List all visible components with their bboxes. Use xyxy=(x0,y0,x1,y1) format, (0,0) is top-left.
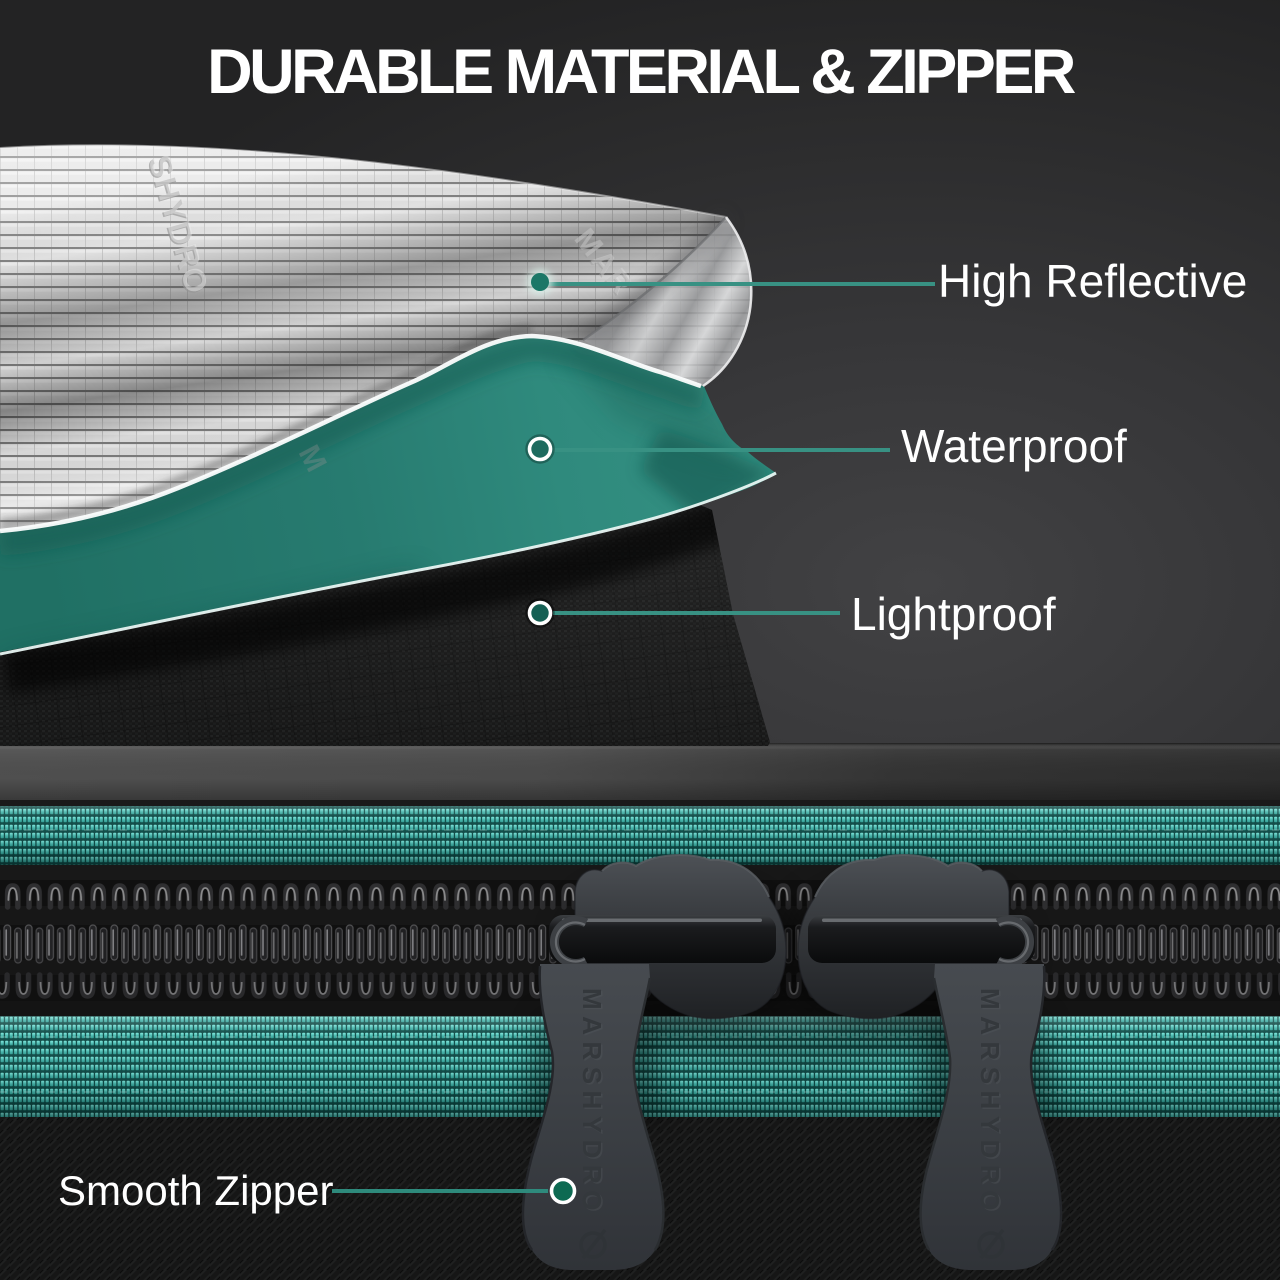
svg-text:MARSHYDRO: MARSHYDRO xyxy=(577,988,607,1217)
svg-text:DURABLE MATERIAL & ZIPPER: DURABLE MATERIAL & ZIPPER xyxy=(207,37,1076,107)
svg-text:High Reflective: High Reflective xyxy=(938,255,1247,307)
svg-text:Lightproof: Lightproof xyxy=(851,588,1056,640)
svg-text:MARSHYDRO: MARSHYDRO xyxy=(975,988,1005,1217)
svg-text:Waterproof: Waterproof xyxy=(901,420,1127,472)
svg-text:MARSHYDRO: MARSHYDRO xyxy=(578,989,608,1218)
svg-text:Smooth Zipper: Smooth Zipper xyxy=(58,1167,333,1214)
svg-text:MARSHYDRO: MARSHYDRO xyxy=(976,989,1006,1218)
